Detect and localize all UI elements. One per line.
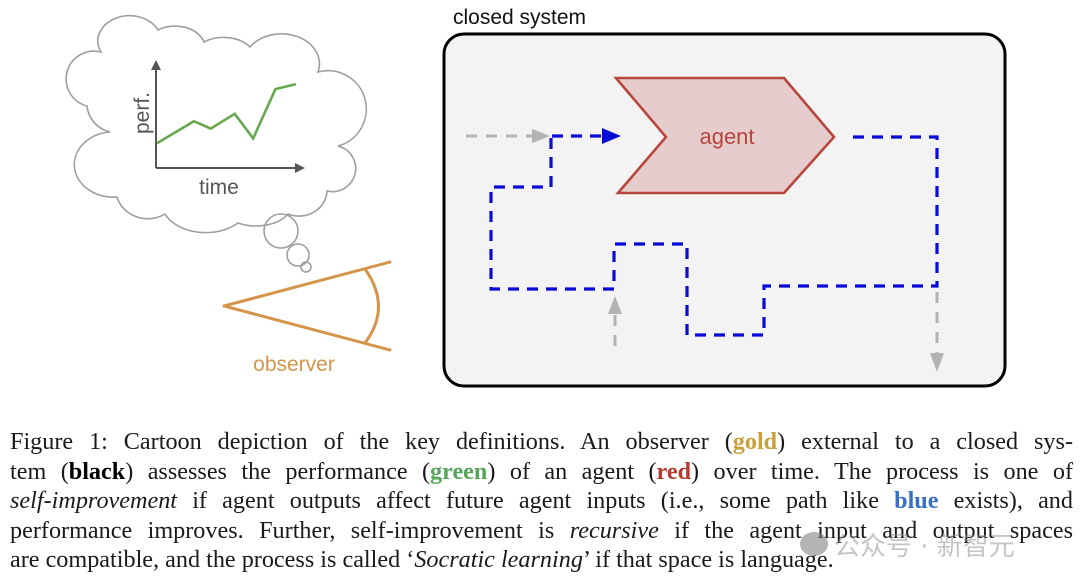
caption-text: are compatible, and the process is calle… (10, 546, 415, 574)
thought-bubble-medium (286, 243, 310, 267)
observer-ray-bottom (222, 304, 392, 352)
external-output-path (930, 292, 944, 372)
caption-line: tem (black) assesses the performance (gr… (10, 457, 1073, 487)
x-axis-label: time (199, 176, 239, 199)
caption-text: ) over time. The process is one of (691, 457, 1073, 485)
agent-shape (613, 76, 836, 195)
caption-text: ) assesses the performance ( (125, 457, 431, 485)
closed-system-label: closed system (453, 6, 586, 29)
closed-system-box (442, 32, 1007, 388)
external-input-path-bottom (608, 296, 622, 346)
external-input-path (466, 129, 550, 143)
caption-line: self-improvement if agent outputs affect… (10, 486, 1073, 516)
figure-diagram: perf. time observer closed system agent (65, 6, 1007, 388)
caption-line: performance improves. Further, self-impr… (10, 516, 1073, 546)
gray-arrowhead-right (532, 129, 550, 143)
performance-line (156, 82, 297, 145)
feedback-path (489, 134, 939, 337)
observer-arc (363, 267, 380, 345)
y-axis-label: perf. (131, 92, 154, 134)
observer-label: observer (253, 353, 335, 376)
observer-icon (222, 260, 392, 352)
caption-keyword: red (656, 457, 692, 485)
cloud-outline (65, 14, 368, 234)
gray-arrowhead-up (608, 296, 622, 314)
thought-bubble-large (263, 213, 299, 249)
caption-keyword: blue (894, 487, 939, 515)
caption-text: ) external to a closed sys- (777, 428, 1073, 455)
caption-emphasis: recursive (569, 516, 659, 544)
caption-text: ) of an agent ( (487, 457, 657, 485)
caption-text: tem ( (10, 457, 69, 485)
figure-caption: Figure 1: Cartoon depiction of the key d… (10, 427, 1073, 575)
caption-text: ’ if that space is language. (582, 546, 834, 574)
caption-keyword: black (68, 457, 126, 485)
blue-arrowhead (602, 128, 621, 144)
performance-chart: perf. time (131, 60, 305, 199)
observer-ray-top (222, 260, 392, 308)
caption-line: Figure 1: Cartoon depiction of the key d… (10, 427, 1073, 457)
caption-line: are compatible, and the process is calle… (10, 545, 1073, 575)
caption-text: if agent outputs affect future agent inp… (177, 487, 895, 515)
caption-text: exists), and (938, 487, 1073, 515)
gray-arrowhead-down (930, 353, 944, 372)
caption-text: performance improves. Further, self-impr… (10, 516, 570, 544)
thought-bubble-small (300, 261, 312, 273)
caption-keyword: gold (732, 428, 778, 455)
caption-keyword: green (430, 457, 488, 485)
caption-emphasis: Socratic learning (414, 546, 583, 574)
agent-label: agent (699, 124, 754, 149)
thought-cloud (65, 14, 368, 273)
caption-text: if the agent input and output spaces (658, 516, 1073, 544)
caption-emphasis: self-improvement (10, 487, 178, 515)
feedback-path-loop (489, 135, 939, 337)
caption-text: Figure 1: Cartoon depiction of the key d… (10, 428, 733, 455)
